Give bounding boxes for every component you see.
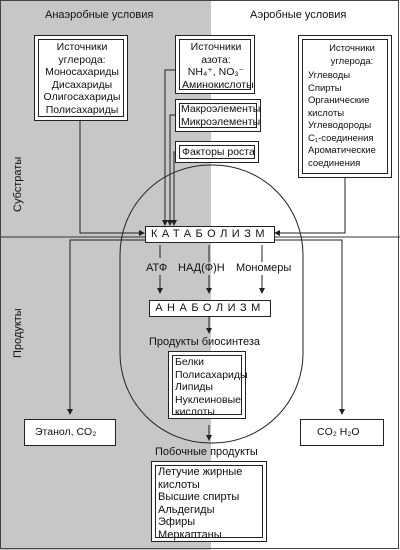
arrow-growth [171, 151, 177, 226]
nitrogen-title-2: азота: [201, 53, 231, 66]
biosynthesis-item: Липиды [175, 381, 213, 393]
label-monomers: Мономеры [236, 262, 292, 274]
aer-carbon-item: Спирты [308, 82, 342, 94]
aer-carbon-item: Углеводороды [308, 120, 372, 131]
nitrogen-title-1: Источники [190, 41, 242, 53]
label-atp: АТФ [146, 262, 168, 274]
aer-carbon-item: Органические [308, 95, 370, 106]
arrow-ethanol [67, 239, 145, 415]
carbon-item: Моносахариды [45, 66, 119, 78]
catabolism-box: КАТАБОЛИЗМ [145, 226, 275, 243]
arrow-carbon-left [79, 120, 145, 236]
ethanol-box: Этанол, CO₂ [24, 419, 116, 446]
aer-carbon-title-2: углерода: [330, 55, 374, 67]
anabolism-box: АНАБОЛИЗМ [149, 300, 271, 317]
nitrogen-item: NH₄⁺, NO₃⁻ [187, 66, 245, 78]
aer-carbon-item: Ароматические [308, 145, 376, 156]
header-anaerobic: Анаэробные условия [45, 9, 154, 21]
ethanol-label: Этанол, CO₂ [35, 426, 97, 438]
nitrogen-item: Аминокислоты [182, 78, 254, 91]
arrow-elements [167, 114, 175, 226]
elements-item: Микроэлементы [181, 115, 261, 128]
aer-carbon-title-1: Источники [329, 43, 375, 54]
header-aerobic: Аэробные условия [250, 9, 347, 21]
byproducts-item: Меркаптаны [158, 528, 222, 541]
byproducts-item: Высшие спирты [158, 491, 240, 503]
byproducts-box: Летучие жирные кислоты Высшие спирты Аль… [151, 461, 267, 542]
growth-factors-box: Факторы роста [175, 141, 259, 163]
carbon-title-2: углерода: [58, 53, 106, 66]
cell-outline [119, 164, 304, 444]
aer-carbon-item: C₁-соединения [308, 132, 374, 144]
byproducts-item: кислоты [158, 478, 200, 491]
arrow-carbon-right [274, 178, 346, 236]
biosynthesis-item: Нуклеиновые [175, 393, 241, 406]
aer-carbon-item: соединения [308, 157, 361, 169]
carbon-item: Полисахариды [45, 103, 119, 116]
co2-h2o-label: CO₂ H₂O [317, 426, 360, 438]
byproducts-item: Альдегиды [158, 503, 215, 516]
biosynthesis-box: Белки Полисахариды Липиды Нуклеиновые ки… [168, 351, 248, 419]
byproducts-item: Эфиры [158, 516, 196, 528]
carbon-item: Дисахариды [51, 78, 113, 91]
biosynthesis-item: Белки [175, 356, 204, 368]
carbon-title-1: Источники [56, 41, 108, 53]
biosynthesis-item: кислоты [175, 406, 215, 418]
arrow-co2 [275, 239, 345, 415]
co2-h2o-box: CO₂ H₂O [300, 419, 384, 446]
nitrogen-sources-box: Источники азота: NH₄⁺, NO₃⁻ Аминокислоты [175, 35, 255, 94]
aer-carbon-item: Углеводы [308, 70, 351, 81]
byproducts-item: Летучие жирные [158, 466, 243, 478]
biosynthesis-title: Продукты биосинтеза [149, 336, 260, 348]
label-nadph: НАД(Ф)Н [178, 262, 225, 274]
carbon-sources-aerobic-box: Источники углерода: Углеводы Спирты Орга… [298, 35, 392, 178]
elements-box: Макроэлементы Микроэлементы [175, 99, 261, 132]
byproducts-title: Побочные продукты [155, 446, 258, 458]
growth-label: Факторы роста [182, 146, 255, 158]
carbon-item: Олигосахариды [43, 91, 121, 103]
carbon-sources-anaerobic-box: Источники углерода: Моносахариды Дисахар… [34, 35, 128, 121]
elements-item: Макроэлементы [181, 103, 261, 115]
biosynthesis-item: Полисахариды [175, 368, 248, 381]
aer-carbon-item: кислоты [308, 107, 345, 119]
